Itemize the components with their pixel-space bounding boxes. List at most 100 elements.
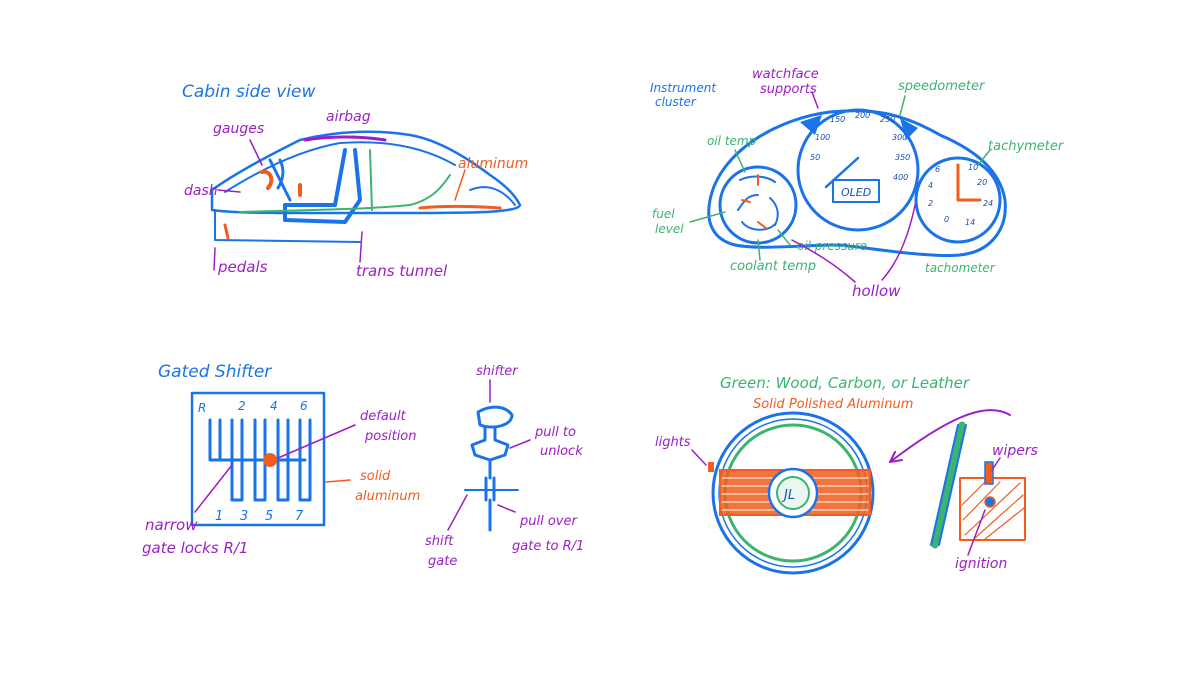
speedometer-dial xyxy=(796,108,920,232)
wheel-title-2: Solid Polished Aluminum xyxy=(753,397,913,412)
lights-arrow xyxy=(691,449,707,466)
oil-temp-label: oil temp xyxy=(707,134,757,148)
wipers-label: wipers xyxy=(992,443,1038,459)
tacho-tick: 0 xyxy=(944,215,949,224)
cluster-title-2: cluster xyxy=(655,95,697,109)
speedo-tick: 150 xyxy=(830,115,845,124)
tacho-ticks: 0 2 4 6 10 20 24 14 xyxy=(928,163,993,227)
fuel-label-2: level xyxy=(655,222,684,236)
pull-label-1: pull to xyxy=(534,425,576,440)
solid-arrow xyxy=(325,479,351,483)
gate-top-labels: R 2 4 6 xyxy=(198,399,308,415)
gate-label: 1 xyxy=(215,509,223,524)
gate-bottom-labels: 1 3 5 7 xyxy=(215,509,304,524)
tacho-tick: 6 xyxy=(935,165,940,174)
steering-wheel-sketch: Green: Wood, Carbon, or Leather Solid Po… xyxy=(655,374,1038,575)
tacho-tick: 4 xyxy=(928,181,933,190)
fuel-arrow xyxy=(689,211,726,223)
gated-shifter: Gated Shifter R 2 4 6 1 3 5 7 default po… xyxy=(142,362,584,569)
wipers-arrow xyxy=(991,457,1001,471)
gauges-mark xyxy=(260,169,302,197)
narrow-label-2: gate locks R/1 xyxy=(142,539,248,557)
speedo-ticks: 150 200 250 300 350 400 100 50 xyxy=(810,111,910,182)
tachometer-dial xyxy=(914,156,1002,244)
wheel-link-arrowhead xyxy=(889,451,903,463)
shifter-title: Gated Shifter xyxy=(158,362,272,382)
gate-label: 6 xyxy=(300,399,308,413)
oil-pressure-arrow xyxy=(777,229,791,246)
wheel-rim-outer xyxy=(711,411,875,575)
lights-stalk xyxy=(708,462,714,472)
tachometer-needle xyxy=(956,163,982,202)
gate-label: 3 xyxy=(240,509,248,524)
wheel-side-rim xyxy=(931,421,966,549)
shifter-gate-slots xyxy=(208,418,312,502)
steering-column-box xyxy=(959,477,1026,541)
default-position-knob xyxy=(263,453,277,467)
tacho-tick: 14 xyxy=(965,218,975,227)
pullover-arrow xyxy=(497,504,516,513)
pedals-mark xyxy=(223,223,230,240)
pullover-label-2: gate to R/1 xyxy=(512,539,584,554)
floor-line xyxy=(239,174,451,213)
gate-label: 2 xyxy=(238,399,246,413)
gate-label: 7 xyxy=(295,509,304,524)
car-lower xyxy=(214,209,361,243)
tacho-tick: 10 xyxy=(968,163,978,172)
car-rear xyxy=(469,186,516,206)
airbag-line xyxy=(303,135,387,142)
speedo-tick: 350 xyxy=(895,153,910,162)
car-roof-inner xyxy=(224,141,456,193)
watchface-label-1: watchface xyxy=(752,67,819,82)
pedals-arrow xyxy=(213,247,216,271)
tacho-tick: 20 xyxy=(977,178,987,187)
speedo-tick: 200 xyxy=(855,111,870,120)
shifter-side-body xyxy=(470,426,510,532)
seat xyxy=(283,148,362,224)
aluminum-arrow xyxy=(454,169,466,201)
narrow-label-1: narrow xyxy=(145,516,198,534)
tacho-tick: 2 xyxy=(928,199,933,208)
watchface-arrow xyxy=(811,91,819,109)
b-pillar xyxy=(369,149,373,211)
ignition-arrow xyxy=(967,509,986,556)
pullover-label-1: pull over xyxy=(519,514,578,529)
wipers-stalk xyxy=(984,461,994,485)
shift-gate-label-2: gate xyxy=(428,554,457,569)
watchface-support-left xyxy=(800,115,822,135)
cluster-housing xyxy=(707,109,1007,258)
lights-label: lights xyxy=(655,435,691,450)
trans-tunnel-label: trans tunnel xyxy=(356,262,448,280)
trans-tunnel-arrow xyxy=(359,231,363,263)
column-hatch xyxy=(961,481,1025,540)
speedo-tick: 300 xyxy=(892,133,907,142)
shifter-side-label: shifter xyxy=(476,364,519,379)
speedo-tick: 50 xyxy=(810,153,820,162)
dash-arrow xyxy=(217,189,241,193)
watchface-label-2: supports xyxy=(760,82,817,97)
gauges-label: gauges xyxy=(213,121,264,137)
coolant-temp-arrow xyxy=(757,239,761,261)
speedometer-label: speedometer xyxy=(898,79,986,94)
shift-gate-arrow xyxy=(447,494,468,531)
oled-text: OLED xyxy=(841,186,871,199)
solid-label-2: aluminum xyxy=(355,489,420,504)
ignition-label: ignition xyxy=(955,556,1007,572)
aux-gauge-needles xyxy=(741,174,767,229)
watchface-support-right xyxy=(900,118,918,140)
tachometer-label: tachometer xyxy=(925,261,996,275)
oil-pressure-label: oil pressure xyxy=(797,239,867,253)
default-arrow xyxy=(277,424,356,459)
gate-label: 4 xyxy=(270,399,278,413)
wheel-title-1: Green: Wood, Carbon, or Leather xyxy=(720,374,970,392)
pull-label-2: unlock xyxy=(540,444,583,459)
oled-display xyxy=(832,179,880,203)
narrow-arrow xyxy=(194,464,233,513)
shift-gate-label-1: shift xyxy=(425,534,454,549)
hollow-label: hollow xyxy=(852,282,901,300)
airbag-label: airbag xyxy=(326,109,371,125)
default-label-2: position xyxy=(364,429,417,444)
cabin-side-view: Cabin side view gauges airbag aluminum d… xyxy=(182,82,528,280)
speedo-tick: 100 xyxy=(815,133,830,142)
